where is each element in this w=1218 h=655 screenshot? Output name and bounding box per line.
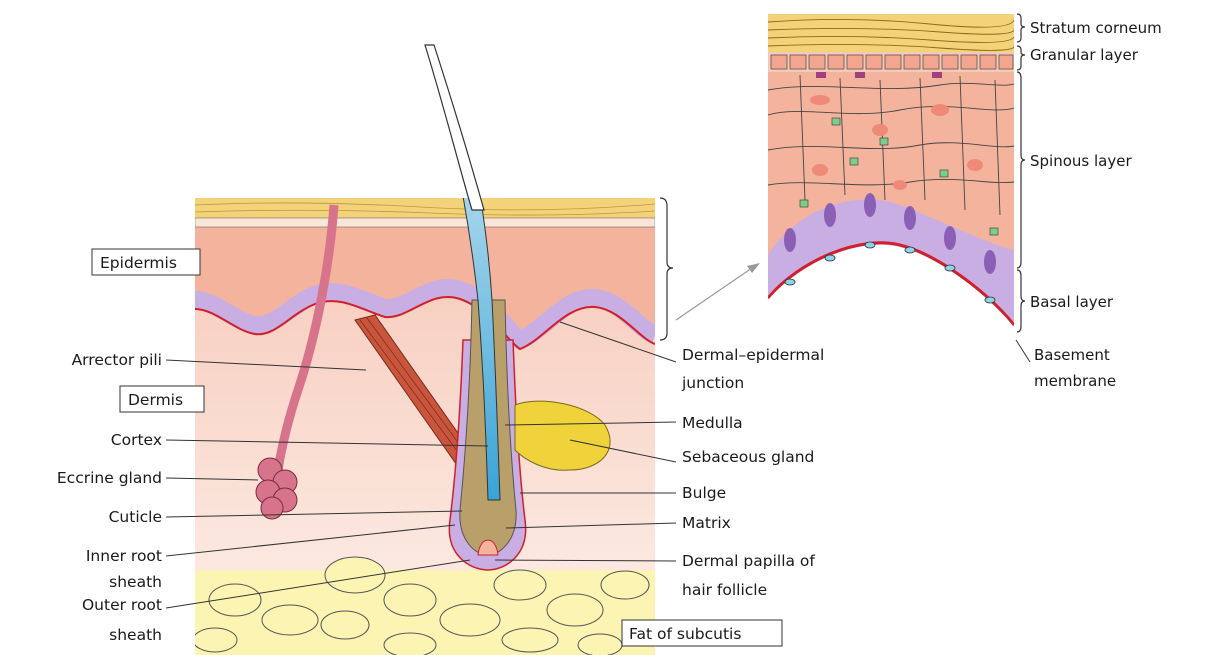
label-inner-root-sheath-1: Inner root bbox=[86, 547, 162, 565]
label-spinous-layer: Spinous layer bbox=[1030, 152, 1132, 170]
label-epidermis: Epidermis bbox=[100, 254, 177, 272]
label-inner-root-sheath-2: sheath bbox=[109, 573, 162, 591]
label-basement-membrane-2: membrane bbox=[1034, 372, 1116, 390]
label-basal-layer: Basal layer bbox=[1030, 293, 1114, 311]
label-granular-layer: Granular layer bbox=[1030, 46, 1139, 64]
label-outer-root-sheath-1: Outer root bbox=[82, 596, 162, 614]
label-basement-membrane-1: Basement bbox=[1034, 346, 1110, 364]
epidermis-brace bbox=[660, 198, 673, 340]
label-arrector-pili: Arrector pili bbox=[72, 351, 162, 369]
label-bulge: Bulge bbox=[682, 484, 726, 502]
label-fat-of-subcutis: Fat of subcutis bbox=[629, 625, 741, 643]
label-outer-root-sheath-2: sheath bbox=[109, 626, 162, 644]
label-medulla: Medulla bbox=[682, 414, 743, 432]
label-sebaceous-gland: Sebaceous gland bbox=[682, 448, 814, 466]
main-section bbox=[193, 45, 655, 655]
label-cuticle: Cuticle bbox=[109, 508, 162, 526]
label-dermal-papilla-2: hair follicle bbox=[682, 581, 767, 599]
label-stratum-corneum: Stratum corneum bbox=[1030, 19, 1162, 37]
epidermis-inset bbox=[768, 14, 1014, 334]
label-matrix: Matrix bbox=[682, 514, 731, 532]
label-dermis: Dermis bbox=[128, 391, 183, 409]
label-eccrine-gland: Eccrine gland bbox=[57, 469, 162, 487]
label-dermal-epidermal-junction-1: Dermal–epidermal bbox=[682, 346, 824, 364]
label-dermal-papilla-1: Dermal papilla of bbox=[682, 552, 815, 570]
label-dermal-epidermal-junction-2: junction bbox=[681, 374, 744, 392]
label-cortex: Cortex bbox=[111, 431, 162, 449]
zoom-arrow bbox=[676, 268, 752, 320]
stratum-corneum-band bbox=[195, 198, 655, 218]
